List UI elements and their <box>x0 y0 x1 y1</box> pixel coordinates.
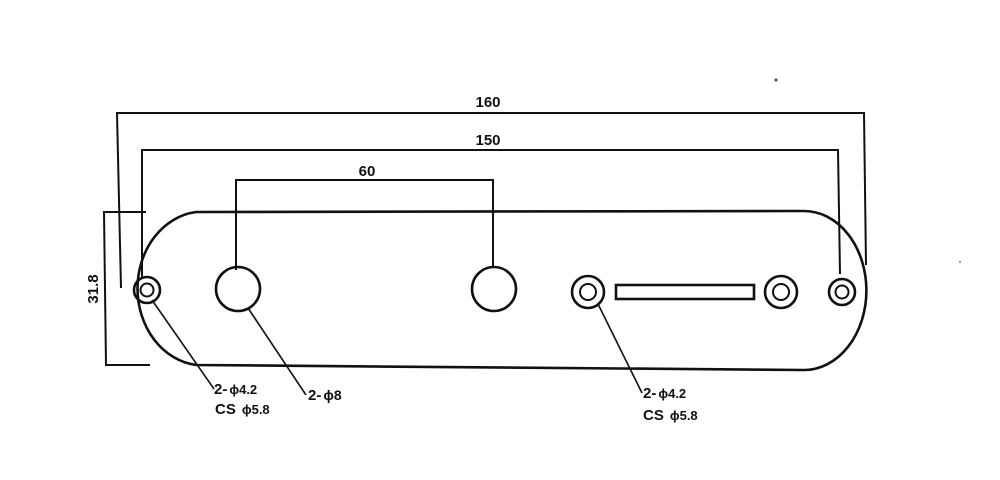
pot-hole-left <box>214 265 262 313</box>
pot-dia: ϕ8 <box>323 387 341 403</box>
switch-screw-hole-right-outer <box>763 274 799 310</box>
hole-span-dimension-line <box>141 149 841 278</box>
left-countersink-dia: ϕ5.8 <box>242 402 270 417</box>
left-screw-hole <box>132 275 162 305</box>
switch-screw-hole-left-outer <box>570 274 606 310</box>
plate-width-dimension: 31.8 <box>85 211 150 366</box>
switch-screw-hole-left-inner <box>579 283 597 301</box>
pot-spacing-dimension-line <box>235 179 494 270</box>
pot-callout: 2-ϕ8 <box>308 387 342 404</box>
right-screw-hole-outer <box>827 277 857 307</box>
overall-length-dimension-line <box>115 112 867 289</box>
switch-screw-hole-right <box>763 274 799 310</box>
switch-slot <box>614 283 756 301</box>
left-screw-callout-line1: 2-ϕ4.2 <box>214 381 257 398</box>
overall-length-dimension: 160 <box>115 94 867 289</box>
left-countersink-label: CS <box>215 401 236 418</box>
scan-speck <box>959 261 961 263</box>
hole-span-dimension: 150 <box>141 132 841 278</box>
pot-leader <box>247 307 307 396</box>
pot-qty: 2- <box>308 387 321 404</box>
switch-screw-leader <box>597 303 643 394</box>
left-screw-hole-outer <box>132 275 162 305</box>
right-screw-hole-inner <box>834 284 850 300</box>
overall-length-label: 160 <box>475 94 500 111</box>
left-screw-qty: 2- <box>214 381 227 398</box>
pot-hole-right <box>470 265 518 313</box>
plate-width-label: 31.8 <box>85 274 102 303</box>
right-countersink-label: CS <box>643 407 664 424</box>
pot-spacing-label: 60 <box>359 163 376 180</box>
right-screw-dia: ϕ4.2 <box>658 386 686 401</box>
left-screw-hole-inner <box>139 282 155 298</box>
scan-speck <box>774 78 778 82</box>
left-screw-dia: ϕ4.2 <box>229 382 257 397</box>
switch-screw-hole-right-inner <box>772 283 790 301</box>
pot-spacing-dimension: 60 <box>235 163 494 270</box>
right-screw-hole <box>827 277 857 307</box>
left-screw-callout-line2: CS ϕ5.8 <box>215 401 270 418</box>
left-screw-leader <box>151 299 215 390</box>
right-screw-qty: 2- <box>643 385 656 402</box>
plate-width-dimension-line <box>102 211 150 366</box>
left-screw-callout: 2-ϕ4.2 CS ϕ5.8 <box>214 381 270 418</box>
switch-screw-hole-left <box>570 274 606 310</box>
right-countersink-dia: ϕ5.8 <box>670 408 698 423</box>
switch-screw-callout-line1: 2-ϕ4.2 <box>643 385 686 402</box>
switch-screw-callout-line2: CS ϕ5.8 <box>643 407 698 424</box>
switch-screw-callout: 2-ϕ4.2 CS ϕ5.8 <box>643 385 698 424</box>
hole-span-label: 150 <box>475 132 500 149</box>
control-plate-outline <box>136 209 868 372</box>
pot-callout-line1: 2-ϕ8 <box>308 387 342 404</box>
